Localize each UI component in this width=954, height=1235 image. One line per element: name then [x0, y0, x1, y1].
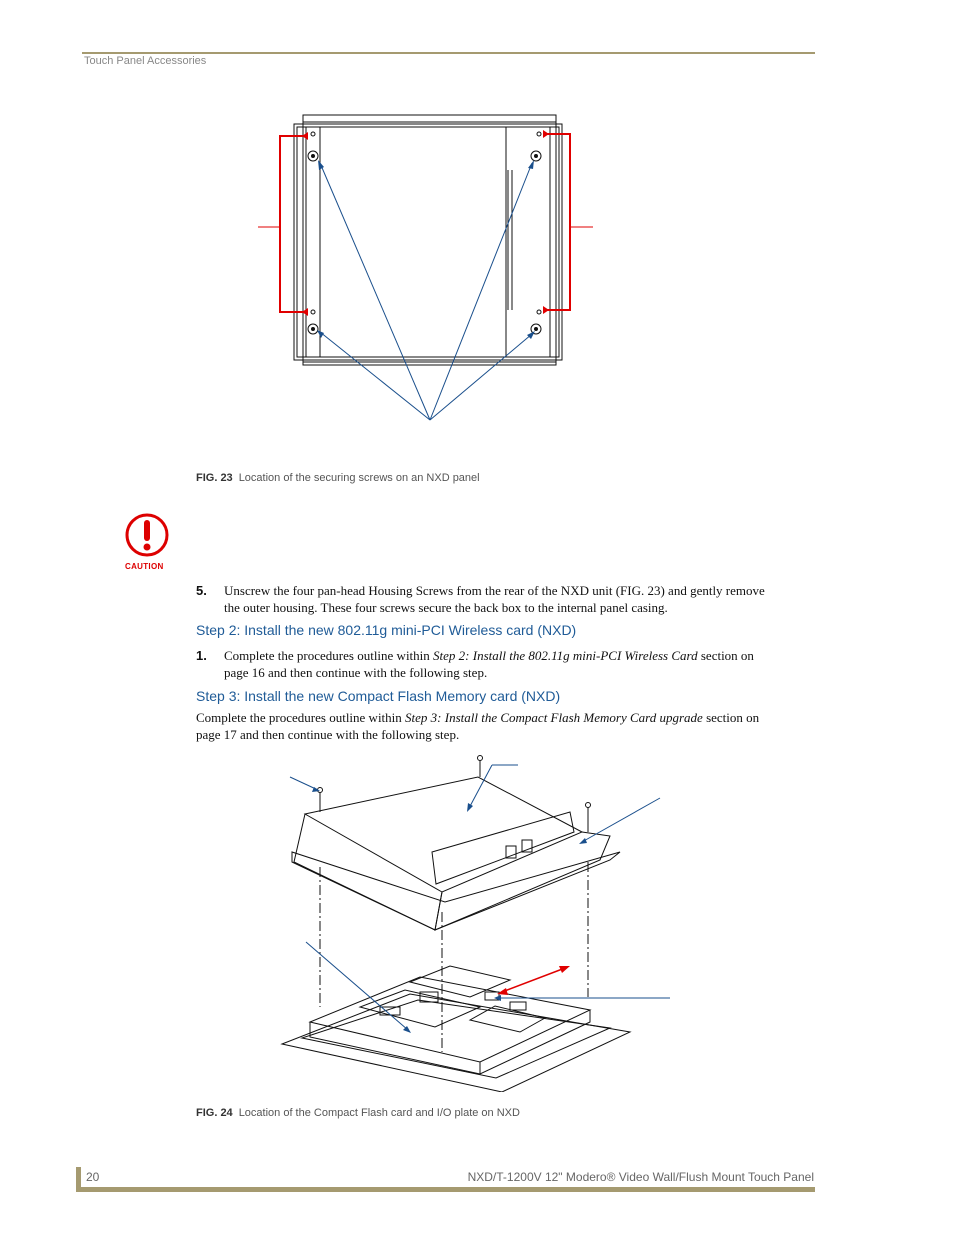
section-3-line-2: page 17 and then continue with the follo… — [196, 727, 460, 742]
section-2-reference: Step 2: Install the 802.11g mini-PCI Wir… — [433, 648, 698, 663]
caution-label: CAUTION — [125, 562, 164, 571]
step-5-text: Unscrew the four pan-head Housing Screws… — [224, 582, 814, 616]
figure-23-drawing — [258, 114, 593, 421]
header-rule — [82, 52, 815, 54]
running-header: Touch Panel Accessories — [84, 55, 207, 67]
section-2-line-2: page 16 and then continue with the follo… — [224, 665, 488, 680]
figure-23-caption-text: Location of the securing screws on an NX… — [238, 472, 480, 484]
section-3-text: Complete the procedures outline within S… — [196, 709, 814, 743]
figure-23-number: FIG. 23 — [196, 472, 233, 484]
section-3-line-1: Complete the procedures outline within S… — [196, 710, 760, 725]
section-3-reference: Step 3: Install the Compact Flash Memory… — [405, 710, 703, 725]
page-number: 20 — [86, 1170, 100, 1184]
figure-24-number: FIG. 24 — [196, 1107, 233, 1119]
section-3-heading: Step 3: Install the new Compact Flash Me… — [196, 688, 561, 704]
step-5-line-1: Unscrew the four pan-head Housing Screws… — [224, 583, 765, 598]
section-2-step-number: 1. — [196, 648, 207, 663]
section-2-line-1: Complete the procedures outline within S… — [224, 648, 754, 663]
figure-24-caption-text: Location of the Compact Flash card and I… — [238, 1107, 520, 1119]
step-5-line-2: the outer housing. These four screws sec… — [224, 600, 668, 615]
footer-rule — [76, 1187, 815, 1192]
section-2-heading: Step 2: Install the new 802.11g mini-PCI… — [196, 622, 577, 638]
caution-icon — [125, 513, 169, 557]
footer-doc-title: NXD/T-1200V 12" Modero® Video Wall/Flush… — [467, 1170, 814, 1184]
figure-23-caption: FIG. 23 Location of the securing screws o… — [196, 472, 480, 484]
footer-left-bar — [76, 1167, 81, 1192]
figure-24-caption: FIG. 24 Location of the Compact Flash car… — [196, 1107, 520, 1119]
step-5-number: 5. — [196, 583, 207, 598]
figure-24-drawing — [280, 755, 670, 1092]
section-2-text: Complete the procedures outline within S… — [224, 647, 814, 681]
